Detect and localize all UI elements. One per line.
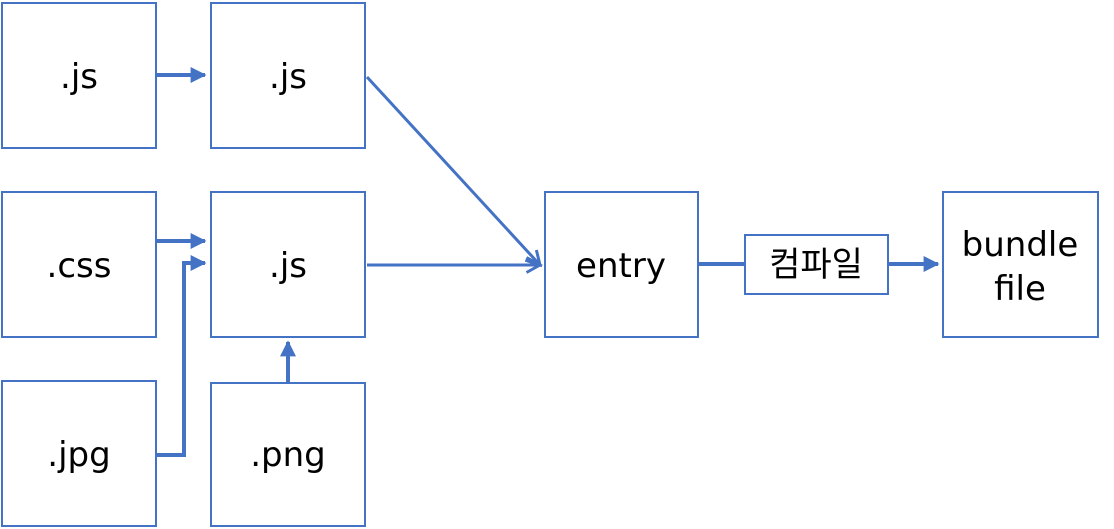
edge-label-compile: 컴파일 xyxy=(744,234,889,295)
node-js-source: .js xyxy=(1,2,157,149)
node-jpg-source: .jpg xyxy=(1,380,157,527)
node-css-source: .css xyxy=(1,191,157,338)
node-entry: entry xyxy=(544,191,699,338)
node-js-module-mid: .js xyxy=(210,191,366,338)
edge-jpg-to-js xyxy=(156,255,207,457)
node-label: .jpg xyxy=(47,435,110,475)
node-png-source: .png xyxy=(210,382,366,527)
node-bundle-file: bundle file xyxy=(942,191,1099,338)
compile-label: 컴파일 xyxy=(769,245,863,285)
node-label: .css xyxy=(47,246,112,286)
node-label: .png xyxy=(250,435,326,475)
node-label: .js xyxy=(269,57,307,97)
node-label: .js xyxy=(269,246,307,286)
edge-js-top-to-entry xyxy=(365,75,540,265)
node-label: .js xyxy=(60,57,98,97)
node-label-line1: bundle xyxy=(962,225,1079,265)
node-label: entry xyxy=(576,246,666,286)
node-label-line2: file xyxy=(994,269,1046,309)
node-js-module-top: .js xyxy=(210,2,366,149)
